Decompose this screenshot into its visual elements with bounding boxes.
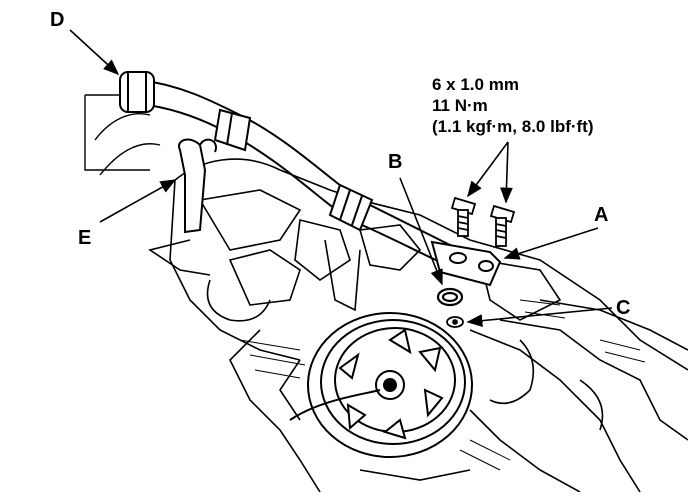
torque-spec: 6 x 1.0 mm 11 N·m (1.1 kgf·m, 8.0 lbf·ft… xyxy=(432,74,594,137)
reservoir-outline xyxy=(84,94,161,176)
leader-arrows xyxy=(69,29,613,327)
mounting-bolts xyxy=(450,196,516,247)
hose-clamp-mid xyxy=(213,108,252,152)
arrow-e xyxy=(99,179,177,223)
callout-d: D xyxy=(50,9,65,31)
callout-c: C xyxy=(616,297,631,319)
callout-e: E xyxy=(78,227,92,249)
pressure-hose xyxy=(139,79,451,263)
arrow-c xyxy=(466,307,613,327)
arrow-bolt-right xyxy=(500,141,513,204)
engine-shading xyxy=(239,299,646,471)
arrow-bolt-left xyxy=(467,141,509,198)
arrow-b xyxy=(399,177,443,286)
pump-shaft xyxy=(289,389,381,421)
arrow-d xyxy=(69,29,120,76)
callout-a: A xyxy=(594,204,609,226)
pump-port-c xyxy=(446,316,464,328)
hose-clamp-d xyxy=(119,71,155,113)
callout-b: B xyxy=(388,151,403,173)
arrow-a xyxy=(503,227,599,260)
bolt-size-label: 6 x 1.0 mm xyxy=(432,75,519,94)
torque-alt-label: (1.1 kgf·m, 8.0 lbf·ft) xyxy=(432,117,594,136)
line-fitting-a xyxy=(430,240,502,287)
hose-clamp-lower xyxy=(328,183,374,232)
o-ring-b xyxy=(436,287,464,307)
pump-pulley xyxy=(307,312,473,458)
torque-nm-label: 11 N·m xyxy=(432,96,488,115)
hose-bracket-e xyxy=(178,138,217,234)
